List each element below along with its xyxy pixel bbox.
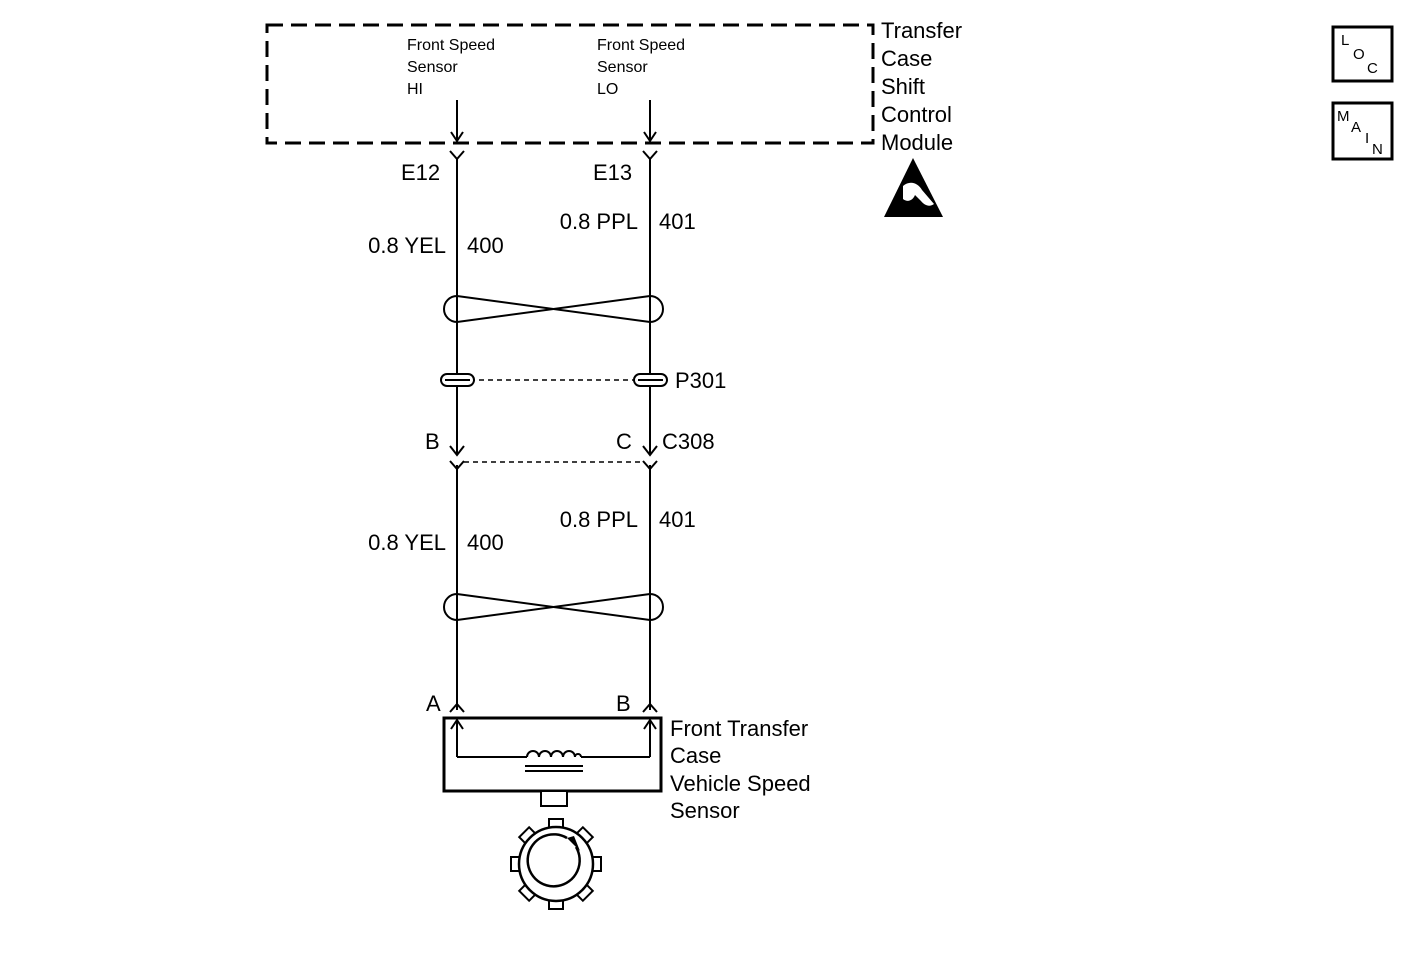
input-label-line: Front Speed [407, 37, 495, 54]
wire-400-color-upper: 0.8 YEL [368, 233, 446, 258]
wire-401-color-upper: 0.8 PPL [560, 209, 638, 234]
sensor-pin-b: B [616, 691, 631, 716]
loc-button[interactable]: L O C [1331, 25, 1394, 83]
sensor-title: Front Transfer Case Vehicle Speed Sensor [670, 716, 811, 823]
wire-401-circuit-lower: 401 [659, 507, 696, 532]
module-box [265, 23, 875, 145]
wire-401-color-lower: 0.8 PPL [560, 507, 638, 532]
module-title: Transfer Case Shift Control Module [881, 18, 962, 155]
input-label-hi: Front Speed Sensor HI [407, 37, 495, 98]
sensor-title-line: Front Transfer [670, 716, 808, 741]
module-title-line: Shift [881, 74, 925, 99]
loc-letter: L [1341, 32, 1349, 49]
sensor-pin-a: A [426, 691, 441, 716]
connector-pin-b: B [425, 429, 440, 454]
loc-letter: C [1367, 60, 1378, 77]
sensor-title-line: Vehicle Speed [670, 771, 811, 796]
connector-c308-label: C308 [662, 429, 715, 454]
module-terminal-icon [449, 150, 658, 161]
wire-400-color-lower: 0.8 YEL [368, 530, 446, 555]
wire-400-circuit-lower: 400 [467, 530, 504, 555]
input-label-line: LO [597, 81, 618, 98]
wire-401-circuit-upper: 401 [659, 209, 696, 234]
connector-pin-c: C [616, 429, 632, 454]
main-letter: I [1365, 130, 1369, 147]
main-button[interactable]: M A I N [1331, 101, 1394, 161]
splice-pack-label: P301 [675, 368, 726, 393]
terminal-e13: E13 [593, 160, 632, 185]
coil-icon [525, 750, 583, 772]
sensor-terminal-icon [449, 702, 658, 713]
main-letter: A [1351, 119, 1361, 136]
twisted-pair-upper-icon [443, 295, 664, 323]
connector-c308-icon [449, 445, 658, 471]
reluctor-wheel-icon [510, 790, 602, 910]
twisted-pair-lower-icon [443, 593, 664, 621]
module-title-line: Case [881, 46, 932, 71]
input-arrow-icon [450, 100, 657, 143]
terminal-e12: E12 [401, 160, 440, 185]
input-label-line: Sensor [407, 59, 458, 76]
sensor-title-line: Sensor [670, 798, 740, 823]
input-label-line: Front Speed [597, 37, 685, 54]
main-letter: M [1337, 108, 1350, 125]
input-label-line: Sensor [597, 59, 648, 76]
esd-warning-icon [884, 158, 943, 217]
input-label-line: HI [407, 81, 423, 98]
module-title-line: Module [881, 130, 953, 155]
module-title-line: Control [881, 102, 952, 127]
sensor-title-line: Case [670, 743, 721, 768]
module-title-line: Transfer [881, 18, 962, 43]
wire-400-circuit-upper: 400 [467, 233, 504, 258]
main-letter: N [1372, 141, 1383, 158]
loc-letter: O [1353, 46, 1365, 63]
input-label-lo: Front Speed Sensor LO [597, 37, 685, 98]
splice-pack-icon [440, 373, 668, 387]
